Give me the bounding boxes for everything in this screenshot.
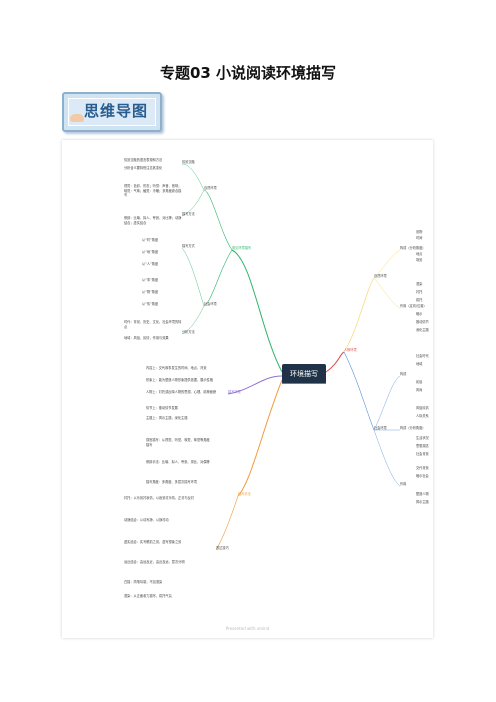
list-item: 深化主题: [416, 328, 429, 332]
list-item: 虚实结合：实写眼前之景，虚写想象之景: [124, 540, 182, 544]
node-green-1b: 描写方法: [182, 212, 195, 216]
list-item: 分析含义要特别注意其变化: [124, 166, 163, 170]
mindmap-connectors: [181, 163, 401, 551]
node-left-orange: 描写手法: [238, 492, 251, 496]
list-item: 视觉：色彩、形态；听觉：声音、音响；嗅觉：气味；触觉：冷暖；多角度综合描写: [124, 184, 182, 198]
list-item: 衬托：以乐景衬哀情，以哀景衬乐情，正衬与反衬: [124, 496, 195, 500]
list-item: 时间: [416, 236, 423, 240]
node-nature-a: 构成（分析角度）: [400, 246, 426, 250]
list-item: 人物上：衬托或反映人物的思想、心理、精神面貌: [146, 390, 217, 394]
list-item: 地域：风俗、民情，作用与效果: [124, 336, 169, 340]
node-green-1: 自然环境: [204, 186, 217, 190]
node-right-main: 人物环境: [344, 348, 357, 352]
node-green-2a: 描写方式: [182, 244, 195, 248]
list-item: 修辞：比喻、拟人、夸张、对比等；动静结合；虚实结合: [124, 216, 182, 225]
list-item: 风尚: [416, 388, 423, 392]
list-item: 从“人”角度: [142, 262, 159, 266]
list-item: 情景交融的语言表现和方法: [124, 158, 163, 162]
list-item: 交代背景: [416, 466, 429, 470]
node-left-green: 常见环境描写: [232, 246, 252, 250]
list-item: 从“地”角度: [142, 250, 159, 254]
list-item: 远近结合：由远及近，由近及远，层次分明: [124, 560, 185, 564]
list-item: 从“时”角度: [142, 238, 159, 242]
list-item: 动静结合：以动写静，以静衬动: [124, 518, 169, 522]
list-item: 地域: [416, 362, 423, 366]
list-item: 渲染：从正面着力描写，烘托气氛: [124, 594, 172, 598]
root-underline: [282, 383, 326, 384]
mindmap-badge: 思维导图: [62, 92, 162, 132]
page-title: 专题03 小说阅读环境描写: [159, 64, 337, 82]
badge-label: 思维导图: [84, 102, 149, 120]
watermark: Presented with xmind: [225, 626, 270, 631]
list-item: 时代：背景、历史、文化，社会环境的特点: [124, 320, 182, 329]
node-nature-env: 自然环境: [374, 274, 387, 278]
list-item: 场景: [416, 258, 423, 262]
list-item: 衬托: [416, 290, 423, 294]
mindmap-root: 环境描写: [282, 364, 326, 384]
node-left-purple: 描写环境: [228, 390, 241, 394]
mindmap-canvas: 环境描写 人物环境 自然环境 构成（分析角度） 作用（定向/位置） 社会环境 构…: [62, 140, 433, 638]
list-item: 地点: [416, 252, 423, 256]
list-item: 修辞手法：比喻、拟人、夸张、排比、对偶等: [146, 460, 210, 464]
list-item: 从“情”角度: [142, 302, 159, 306]
list-item: 白描：简笔勾勒，不加渲染: [124, 580, 163, 584]
node-green-2: 社会环境: [204, 302, 217, 306]
list-item: 暗示: [416, 312, 423, 316]
list-item: 烘托: [416, 298, 423, 302]
list-item: 从“事”角度: [142, 278, 159, 282]
list-item: 情节上：推动情节发展: [146, 406, 178, 410]
list-item: 推动情节: [416, 320, 429, 324]
list-item: 描写角度：多角度、多层次描写环境: [146, 480, 197, 484]
node-social-c: 构成: [400, 372, 407, 376]
list-item: 社会背景: [416, 452, 429, 456]
node-nature-b: 作用（定向/位置）: [400, 304, 427, 308]
list-item: 感官描写：从视觉、听觉、嗅觉、味觉等角度描写: [146, 438, 210, 447]
list-item: 思想观念: [416, 444, 429, 448]
list-item: 社会时代: [416, 354, 429, 358]
node-orange-method: 表达技巧: [216, 546, 229, 550]
list-item: 渲染: [416, 282, 423, 286]
list-item: 民俗: [416, 380, 423, 384]
list-item: 塑造人物: [416, 492, 429, 496]
list-item: 景物: [416, 230, 423, 234]
list-item: 主题上：揭示主题，深化主题: [146, 416, 188, 420]
list-item: 风俗民情: [416, 406, 429, 410]
hand-pointer-icon: [70, 114, 84, 122]
list-item: 暗示社会: [416, 474, 429, 478]
list-item: 揭示主题: [416, 500, 429, 504]
node-social-e: 作用: [400, 482, 407, 486]
list-item: 从“物”角度: [142, 290, 159, 294]
node-green-1a: 情景交融: [182, 160, 195, 164]
node-social-d: 构成（分析角度）: [400, 426, 426, 430]
list-item: 生活状况: [416, 436, 429, 440]
node-social-env: 社会环境: [374, 426, 387, 430]
list-item: 形象上：能为塑造人物形象提供依据，展示性格: [146, 378, 213, 382]
node-green-2b: 分析方法: [182, 330, 195, 334]
list-item: 内容上：交代故事发生的时间、地点、背景: [146, 366, 207, 370]
list-item: 人际关系: [416, 414, 429, 418]
